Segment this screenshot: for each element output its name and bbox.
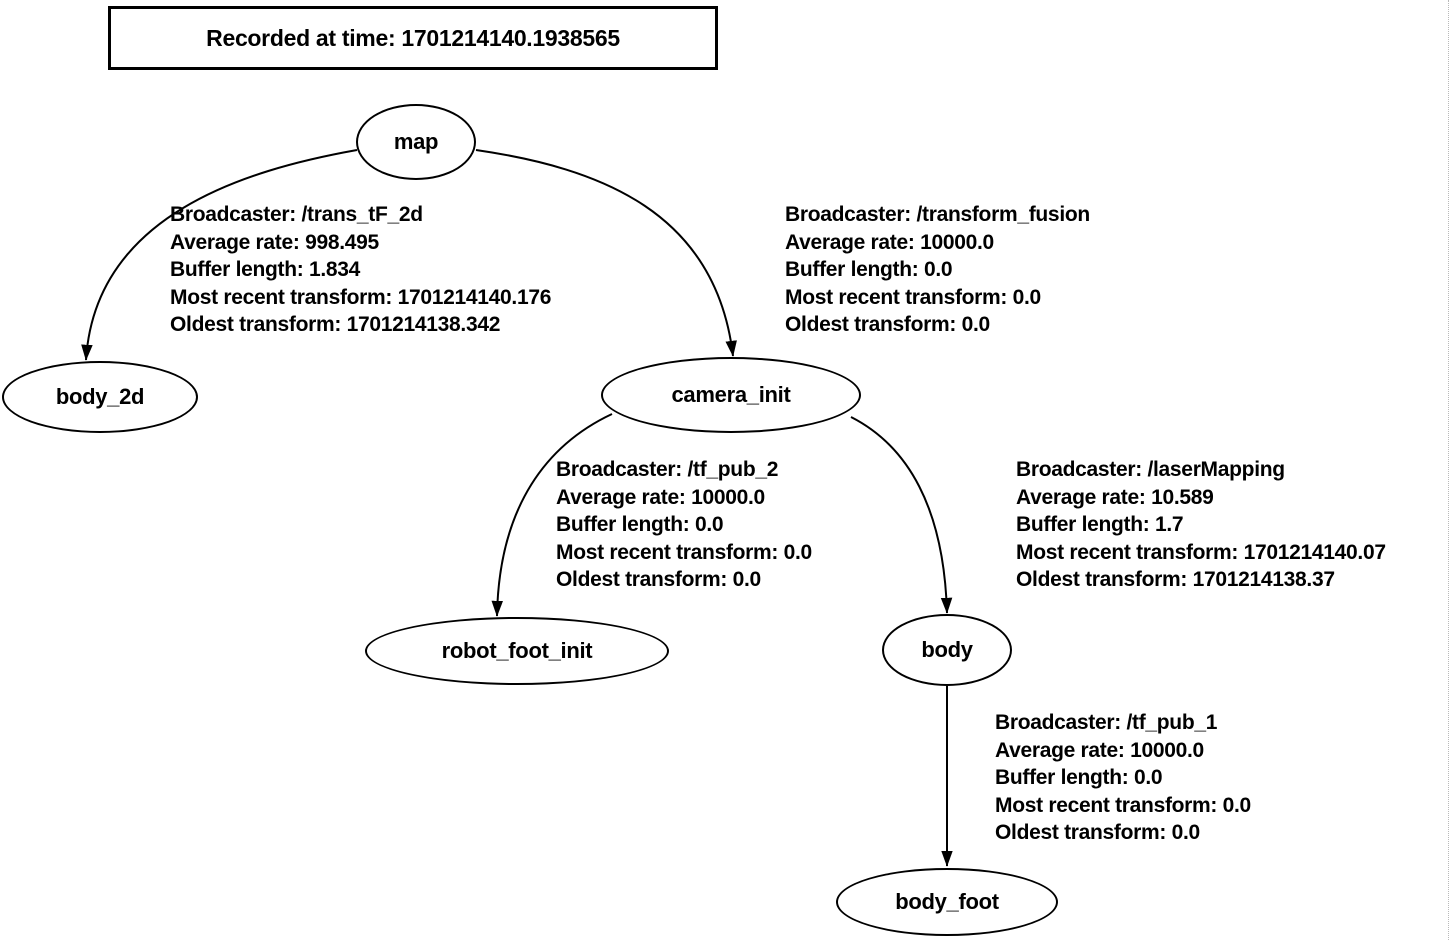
edge-label-line: Buffer length: 1.7 [1016, 513, 1184, 536]
edge-label-line: Oldest transform: 1701214138.342 [170, 313, 501, 336]
edge-label-line: Broadcaster: /laserMapping [1016, 458, 1285, 481]
node-robot_foot_init: robot_foot_init [365, 617, 669, 685]
edge-label-line: Most recent transform: 0.0 [556, 540, 812, 564]
node-camera_init: camera_init [601, 357, 861, 433]
node-body: body [882, 614, 1012, 686]
edge-label-line: Most recent transform: 0.0 [995, 793, 1251, 817]
edge-label-line: Broadcaster: /tf_pub_1 [995, 711, 1218, 734]
node-label: body_foot [895, 889, 999, 914]
node-map: map [356, 104, 476, 180]
edge-label-line: Broadcaster: /trans_tF_2d [170, 203, 423, 226]
edge-label-line: Broadcaster: /tf_pub_2 [556, 458, 779, 481]
recorded-time-text: Recorded at time: 1701214140.1938565 [206, 24, 620, 51]
edge-label-map-body_2d: Broadcaster: /trans_tF_2d Average rate: … [170, 201, 551, 339]
edge-label-line: Oldest transform: 0.0 [995, 821, 1200, 844]
edge-label-camera_init-robot_foot_init: Broadcaster: /tf_pub_2 Average rate: 100… [556, 456, 812, 594]
node-label: robot_foot_init [441, 638, 593, 663]
page-edge-dotted-line [1448, 0, 1449, 940]
edge-label-map-camera_init: Broadcaster: /transform_fusion Average r… [785, 201, 1090, 339]
edge-label-line: Buffer length: 0.0 [556, 513, 724, 536]
edge-label-line: Buffer length: 0.0 [785, 258, 953, 281]
edge-label-line: Average rate: 10.589 [1016, 485, 1214, 509]
edge-label-line: Average rate: 998.495 [170, 230, 379, 254]
edge-label-body-body_foot: Broadcaster: /tf_pub_1 Average rate: 100… [995, 709, 1251, 847]
edge-label-line: Average rate: 10000.0 [785, 230, 994, 254]
node-body_foot: body_foot [836, 868, 1058, 936]
node-body_2d: body_2d [2, 361, 198, 433]
edge-label-line: Most recent transform: 0.0 [785, 285, 1041, 309]
edge-label-line: Average rate: 10000.0 [995, 738, 1204, 762]
edge-map-to-camera_init [475, 149, 737, 357]
edge-label-line: Oldest transform: 0.0 [556, 568, 761, 591]
edge-camera_init-to-body [850, 416, 953, 614]
edge-label-line: Oldest transform: 1701214138.37 [1016, 568, 1335, 591]
node-label: body [921, 637, 973, 662]
recorded-time-box: Recorded at time: 1701214140.1938565 [108, 6, 718, 70]
edge-camera_init-to-robot_foot_init [491, 413, 613, 617]
edge-label-line: Most recent transform: 1701214140.176 [170, 285, 552, 309]
edge-label-line: Buffer length: 1.834 [170, 258, 361, 281]
edge-label-camera_init-body: Broadcaster: /laserMapping Average rate:… [1016, 456, 1386, 594]
edge-label-line: Buffer length: 0.0 [995, 766, 1163, 789]
node-label: map [393, 129, 439, 154]
edge-label-line: Broadcaster: /transform_fusion [785, 203, 1090, 226]
edge-label-line: Average rate: 10000.0 [556, 485, 765, 509]
edge-map-to-body_2d [81, 149, 358, 361]
node-label: camera_init [671, 382, 791, 407]
edge-label-line: Most recent transform: 1701214140.07 [1016, 540, 1386, 564]
node-label: body_2d [55, 384, 145, 409]
edge-label-line: Oldest transform: 0.0 [785, 313, 990, 336]
